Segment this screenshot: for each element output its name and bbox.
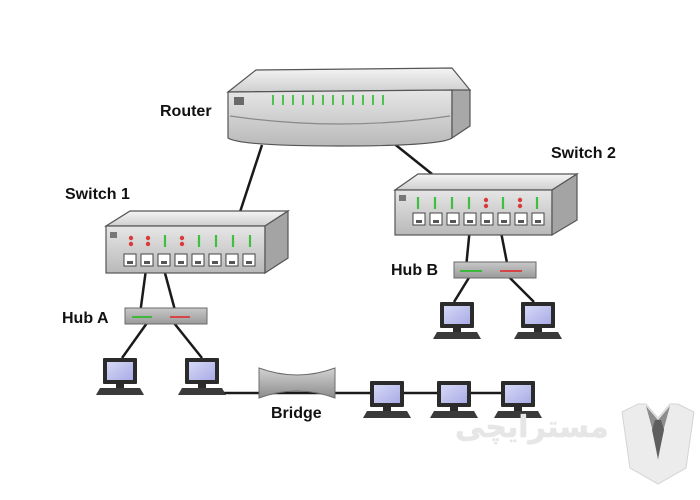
watermark-text: مسترایچی bbox=[455, 410, 609, 445]
cable-router-switch1 bbox=[238, 144, 264, 213]
ethernet-port bbox=[514, 212, 528, 226]
computer-lan-2 bbox=[430, 381, 478, 418]
ethernet-port bbox=[242, 253, 256, 267]
cable-hubb-pc1 bbox=[452, 275, 472, 303]
ethernet-port bbox=[480, 212, 494, 226]
bridge-label: Bridge bbox=[271, 405, 322, 422]
computer-hub-a-1 bbox=[96, 358, 144, 395]
ethernet-port bbox=[174, 253, 188, 267]
monitor-stand bbox=[450, 407, 458, 411]
port-notch bbox=[195, 261, 201, 264]
status-light bbox=[517, 203, 523, 209]
keyboard bbox=[363, 411, 411, 418]
switch-1-status-lights bbox=[128, 235, 252, 247]
hub-b-device bbox=[453, 261, 537, 279]
status-light bbox=[145, 235, 151, 241]
status-light bbox=[179, 235, 185, 241]
router-device bbox=[226, 67, 472, 147]
ethernet-port bbox=[123, 253, 137, 267]
port-notch bbox=[144, 261, 150, 264]
keyboard bbox=[430, 411, 478, 418]
watermark-logo bbox=[621, 403, 695, 485]
switch-1-label: Switch 1 bbox=[65, 186, 130, 203]
port-notch bbox=[467, 220, 473, 223]
port-notch bbox=[416, 220, 422, 223]
port-notch bbox=[161, 261, 167, 264]
cable-huba-pc1 bbox=[120, 322, 149, 359]
ethernet-port bbox=[208, 253, 222, 267]
port-notch bbox=[501, 220, 507, 223]
hub-a-label: Hub A bbox=[62, 310, 109, 327]
monitor-stand bbox=[514, 407, 522, 411]
monitor-screen bbox=[525, 306, 551, 324]
keyboard bbox=[96, 388, 144, 395]
computer-hub-b-2 bbox=[514, 302, 562, 339]
monitor-screen bbox=[505, 385, 531, 403]
port-notch bbox=[246, 261, 252, 264]
ethernet-port bbox=[531, 212, 545, 226]
port-notch bbox=[518, 220, 524, 223]
router-panel-icon bbox=[234, 97, 244, 105]
ethernet-port bbox=[140, 253, 154, 267]
monitor-stand bbox=[534, 328, 542, 332]
port-notch bbox=[178, 261, 184, 264]
bridge-device bbox=[258, 367, 336, 399]
switch-1-device bbox=[103, 209, 291, 275]
ethernet-port bbox=[429, 212, 443, 226]
ethernet-port bbox=[446, 212, 460, 226]
computer-lan-1 bbox=[363, 381, 411, 418]
monitor-stand bbox=[198, 384, 206, 388]
ethernet-port bbox=[191, 253, 205, 267]
port-notch bbox=[229, 261, 235, 264]
status-light bbox=[179, 241, 185, 247]
hub-a-device bbox=[124, 307, 208, 325]
router-label: Router bbox=[160, 103, 212, 120]
status-light bbox=[483, 197, 489, 203]
switch-2-status-lights bbox=[416, 197, 539, 209]
port-notch bbox=[450, 220, 456, 223]
computer-hub-b-1 bbox=[433, 302, 481, 339]
ethernet-port bbox=[497, 212, 511, 226]
monitor-screen bbox=[189, 362, 215, 380]
switch-2-ports bbox=[412, 212, 545, 226]
ethernet-port bbox=[463, 212, 477, 226]
port-notch bbox=[212, 261, 218, 264]
monitor-stand bbox=[453, 328, 461, 332]
port-notch bbox=[484, 220, 490, 223]
ethernet-port bbox=[412, 212, 426, 226]
port-notch bbox=[535, 220, 541, 223]
computer-lan-3 bbox=[494, 381, 542, 418]
keyboard bbox=[433, 332, 481, 339]
status-light bbox=[128, 235, 134, 241]
cable-huba-pc2 bbox=[173, 322, 203, 359]
monitor-screen bbox=[107, 362, 133, 380]
port-notch bbox=[127, 261, 133, 264]
keyboard bbox=[178, 388, 226, 395]
status-light bbox=[128, 241, 134, 247]
router-status-lights bbox=[272, 95, 384, 105]
switch-1-ports bbox=[123, 253, 256, 267]
cable-hubb-pc2 bbox=[507, 275, 535, 303]
status-light bbox=[145, 241, 151, 247]
switch-2-label: Switch 2 bbox=[551, 145, 616, 162]
ethernet-port bbox=[157, 253, 171, 267]
hub-b-label: Hub B bbox=[391, 262, 439, 279]
computer-hub-a-2 bbox=[178, 358, 226, 395]
monitor-screen bbox=[444, 306, 470, 324]
ethernet-port bbox=[225, 253, 239, 267]
monitor-screen bbox=[374, 385, 400, 403]
cable-router-switch2 bbox=[391, 141, 433, 175]
keyboard bbox=[514, 332, 562, 339]
monitor-stand bbox=[383, 407, 391, 411]
status-light bbox=[483, 203, 489, 209]
keyboard bbox=[494, 411, 542, 418]
monitor-stand bbox=[116, 384, 124, 388]
port-notch bbox=[433, 220, 439, 223]
status-light bbox=[517, 197, 523, 203]
switch-2-device bbox=[393, 172, 580, 237]
monitor-screen bbox=[441, 385, 467, 403]
